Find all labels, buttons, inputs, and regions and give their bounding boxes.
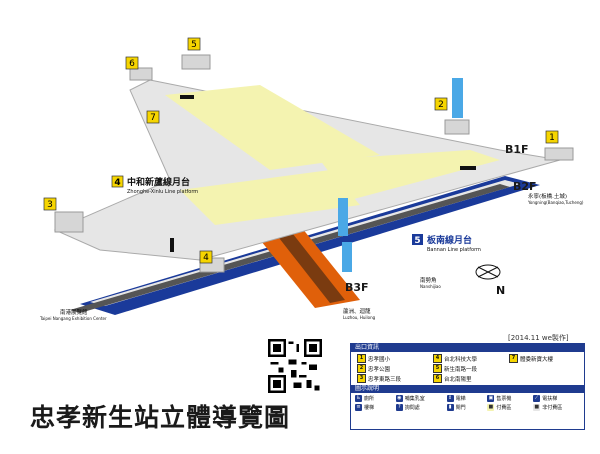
- floor-label-b2: B2F: [513, 180, 537, 193]
- paid-area-north: [165, 85, 380, 170]
- stair-icon: ≡: [355, 404, 362, 411]
- direction-nanshijiao: 南勢角 Nanshijiao: [420, 276, 441, 289]
- svg-text:4: 4: [114, 178, 120, 188]
- svg-text:3: 3: [47, 200, 53, 210]
- compass: N: [475, 264, 505, 297]
- legend-facility-list: ♿廁所 ◉哺集乳室 ⇕電梯 ▣售票機 ⟋電扶梯 ≡樓梯 ?詢問處 ▮閘門 ■付費…: [351, 393, 584, 413]
- bannan-platform-label: 5 板南線月台 Bannan Line platform: [412, 234, 481, 253]
- legend-exits-header: 出口資訊: [351, 344, 584, 352]
- svg-text:4: 4: [203, 253, 209, 263]
- legend-facility-item: ?詢問處: [395, 404, 443, 411]
- paid-area-icon: ■: [487, 404, 495, 411]
- legend-facility-item: ■非付費區: [533, 404, 563, 411]
- gate-west: [170, 238, 174, 252]
- exit-badge-3: 3: [43, 197, 57, 211]
- exit-stair-5: [181, 54, 211, 70]
- exit-badge-1: 1: [545, 130, 559, 144]
- floor-label-b3: B3F: [345, 281, 369, 294]
- legend-exit-spacer: [509, 364, 580, 373]
- svg-text:永寧(板橋.土城): 永寧(板橋.土城): [528, 192, 567, 200]
- legend-facility-item: ▮閘門: [446, 404, 484, 411]
- exit-stair-6: [129, 67, 153, 81]
- legend-facilities-header: 圖示說明: [351, 385, 584, 393]
- unpaid-area-icon: ■: [533, 404, 541, 411]
- exit-badge-7: 7: [146, 110, 160, 124]
- svg-text:N: N: [496, 284, 505, 297]
- direction-nangang: 南港展覽館 Taipei Nangang Exhibition Center: [39, 308, 107, 321]
- svg-text:南港展覽館: 南港展覽館: [60, 308, 88, 316]
- elevator-shaft-mid: [338, 198, 348, 236]
- zhonghe-platform-label: 4 中和新蘆線月台 Zhonghe-Xinlu Line platform: [111, 175, 198, 195]
- legend-facility-item: ◉哺集乳室: [395, 395, 425, 402]
- svg-text:1: 1: [549, 133, 555, 143]
- exit-badge-2: 2: [434, 97, 448, 111]
- gate-east: [460, 166, 476, 170]
- svg-text:中和新蘆線月台: 中和新蘆線月台: [127, 176, 190, 188]
- paid-area-west: [180, 170, 360, 225]
- svg-text:2: 2: [438, 100, 444, 110]
- credit-label: [2014.11 we製作]: [508, 334, 569, 342]
- svg-text:5: 5: [191, 40, 197, 50]
- legend-facility-item: ≡樓梯: [355, 404, 375, 411]
- exit-badge-6: 6: [125, 56, 139, 70]
- svg-text:Taipei Nangang Exhibition Cent: Taipei Nangang Exhibition Center: [39, 316, 107, 321]
- info-icon: ?: [395, 404, 403, 411]
- legend-facility-item: ⟋電扶梯: [533, 395, 558, 402]
- escalator-icon: ⟋: [533, 395, 541, 402]
- svg-text:Luzhou, Huilong: Luzhou, Huilong: [343, 315, 376, 320]
- page-title: 忠孝新生站立體導覽圖: [30, 403, 291, 432]
- exit-badge-5: 5: [187, 37, 201, 51]
- elevator-icon: ⇕: [446, 395, 454, 402]
- exit-stair-2: [444, 119, 470, 135]
- legend-facility-item: ♿廁所: [355, 395, 375, 402]
- gate-north: [180, 95, 194, 99]
- exit-stair-3: [54, 211, 84, 233]
- direction-luzhou: 蘆洲、迴龍 Luzhou, Huilong: [343, 307, 376, 320]
- svg-text:南勢角: 南勢角: [420, 276, 437, 284]
- barrier-icon: ▮: [446, 404, 454, 411]
- svg-text:5: 5: [414, 236, 420, 246]
- svg-text:Zhonghe-Xinlu Line platform: Zhonghe-Xinlu Line platform: [127, 189, 198, 195]
- direction-yongning: 永寧(板橋.土城) Yongning(Banqiao,Tucheng): [527, 192, 584, 205]
- svg-text:6: 6: [129, 59, 135, 69]
- svg-text:7: 7: [150, 113, 156, 123]
- elevator-shaft-east: [452, 78, 463, 118]
- paid-area-east: [320, 150, 500, 200]
- ticket-icon: ▣: [487, 395, 495, 402]
- elevator-shaft-south: [342, 242, 352, 272]
- exit-badge-4: 4: [199, 250, 213, 264]
- svg-text:蘆洲、迴龍: 蘆洲、迴龍: [343, 307, 371, 315]
- svg-text:板南線月台: 板南線月台: [427, 234, 472, 246]
- qr-code: [268, 339, 322, 393]
- legend-facility-item: ⇕電梯: [446, 395, 466, 402]
- legend-facility-item: ▣售票機: [487, 395, 512, 402]
- exit-stair-1: [544, 147, 574, 161]
- toilet-icon: ♿: [355, 395, 362, 402]
- concourse-floor: [53, 79, 561, 261]
- nursing-icon: ◉: [395, 395, 403, 402]
- svg-text:Yongning(Banqiao,Tucheng): Yongning(Banqiao,Tucheng): [527, 200, 584, 205]
- svg-text:Nanshijiao: Nanshijiao: [420, 284, 441, 289]
- floor-label-b1: B1F: [505, 143, 529, 156]
- legend-facility-item: ■付費區: [487, 404, 512, 411]
- svg-text:Bannan Line platform: Bannan Line platform: [427, 247, 481, 253]
